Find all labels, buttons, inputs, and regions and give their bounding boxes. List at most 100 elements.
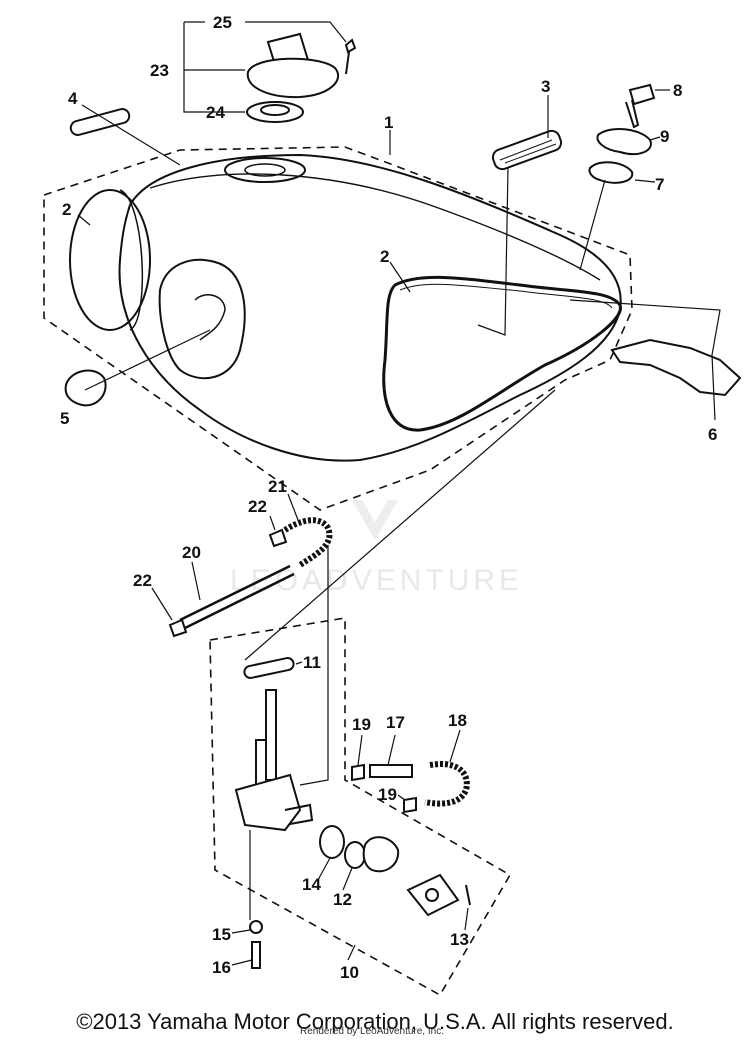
leader-22a bbox=[269, 515, 276, 531]
part-number-9: 9 bbox=[660, 127, 669, 146]
plate-hole bbox=[425, 888, 439, 902]
hose-17 bbox=[369, 764, 413, 778]
o-ring-12 bbox=[344, 841, 366, 869]
part-number-22-lower: 22 bbox=[133, 571, 152, 590]
tank-knee-recess bbox=[158, 258, 246, 380]
fuel-cock-assembly bbox=[209, 617, 512, 997]
leader-3 bbox=[477, 95, 549, 336]
leader-hose-to-cock bbox=[299, 545, 329, 786]
leader-7 bbox=[579, 179, 656, 271]
bowl-15 bbox=[249, 920, 263, 934]
part-number-10: 10 bbox=[340, 963, 359, 982]
watermark-logo bbox=[352, 500, 398, 540]
tank-rear-rim bbox=[119, 189, 144, 331]
part-number-15: 15 bbox=[212, 925, 231, 944]
bolt-16 bbox=[251, 941, 261, 969]
leader-9 bbox=[649, 136, 661, 141]
leader-18 bbox=[449, 729, 461, 763]
part-number-8: 8 bbox=[673, 81, 682, 100]
leader-6 bbox=[569, 299, 721, 421]
leader-22b bbox=[151, 587, 173, 621]
fuel-pipe-upper bbox=[265, 689, 277, 781]
part-number-2-left: 2 bbox=[62, 200, 71, 219]
leader-16 bbox=[231, 959, 253, 966]
part-number-14: 14 bbox=[302, 875, 321, 894]
leader-21 bbox=[287, 493, 299, 521]
part-number-21: 21 bbox=[268, 477, 287, 496]
tank-side-panel-inner bbox=[399, 283, 613, 309]
clip-19a bbox=[351, 763, 365, 782]
part-number-20: 20 bbox=[182, 543, 201, 562]
leader-12 bbox=[342, 867, 353, 891]
damper-7 bbox=[588, 161, 634, 184]
part-number-19-lower: 19 bbox=[378, 785, 397, 804]
emblem-3 bbox=[491, 129, 563, 171]
part-number-19-upper: 19 bbox=[352, 715, 371, 734]
part-number-2-right: 2 bbox=[380, 247, 389, 266]
watermark-credit: Rendered by LeoAdventure, Inc. bbox=[300, 1026, 444, 1037]
leader-14 bbox=[317, 857, 331, 881]
cap-5 bbox=[64, 369, 107, 407]
fuel-tank bbox=[43, 146, 633, 511]
part-number-4: 4 bbox=[68, 89, 78, 108]
hose-21-coil bbox=[283, 517, 333, 568]
leader-lines bbox=[77, 21, 721, 966]
clip-22a bbox=[268, 528, 288, 548]
tank-assembly-boundary bbox=[43, 146, 633, 511]
tank-side-panel bbox=[382, 275, 622, 432]
part-number-5: 5 bbox=[60, 409, 69, 428]
part-number-17: 17 bbox=[386, 713, 405, 732]
bolt-8 bbox=[625, 83, 656, 129]
watermark-text: LEOADVENTURE bbox=[230, 564, 523, 597]
tank-filler-neck bbox=[224, 157, 306, 183]
leader-4 bbox=[81, 104, 181, 166]
part-number-24: 24 bbox=[206, 103, 225, 122]
part-number-7: 7 bbox=[655, 175, 664, 194]
leader-19a bbox=[357, 734, 363, 766]
cap-gasket bbox=[246, 101, 304, 123]
fuel-cock-boundary bbox=[209, 617, 512, 997]
fuel-cock-outlet bbox=[284, 803, 314, 825]
cap-screw bbox=[344, 38, 357, 75]
pipe-20 bbox=[179, 564, 295, 630]
leader-5 bbox=[84, 329, 211, 391]
tank-body bbox=[118, 153, 622, 462]
watermark: LEOADVENTURE bbox=[230, 500, 523, 597]
tank-recess-hook bbox=[194, 294, 226, 341]
fuel-cap-assembly bbox=[246, 32, 357, 123]
part-number-13: 13 bbox=[450, 930, 469, 949]
clip-22b bbox=[168, 618, 188, 638]
part-number-12: 12 bbox=[333, 890, 352, 909]
screw-13 bbox=[465, 884, 471, 906]
leader-2b bbox=[389, 261, 411, 293]
leader-10 bbox=[347, 944, 356, 961]
fuel-cock-body bbox=[234, 773, 302, 832]
part-number-18: 18 bbox=[448, 711, 467, 730]
grommet-4 bbox=[69, 108, 131, 136]
leader-23-24-bracket bbox=[183, 21, 245, 113]
leader-19b bbox=[397, 794, 406, 801]
part-number-3: 3 bbox=[541, 77, 550, 96]
part-number-16: 16 bbox=[212, 958, 231, 977]
leader-25 bbox=[245, 21, 347, 43]
leader-15 bbox=[231, 929, 251, 934]
clip-19b bbox=[403, 796, 417, 814]
part-number-22-upper: 22 bbox=[248, 497, 267, 516]
copyright-footer: ©2013 Yamaha Motor Corporation, U.S.A. A… bbox=[76, 1009, 674, 1034]
part-numbers: 25 23 24 4 1 3 8 9 7 2 2 5 6 21 22 20 22… bbox=[60, 13, 717, 982]
bracket-6 bbox=[610, 338, 742, 397]
part-number-11: 11 bbox=[303, 653, 321, 672]
part-number-6: 6 bbox=[708, 425, 717, 444]
tank-rear-panel bbox=[69, 189, 151, 331]
fuel-hoses bbox=[168, 517, 470, 814]
tank-ridge bbox=[149, 173, 601, 281]
leader-20 bbox=[191, 561, 201, 601]
tank-filler-opening bbox=[244, 163, 286, 177]
part-number-1: 1 bbox=[384, 113, 393, 132]
small-parts bbox=[64, 83, 742, 407]
lever-knob bbox=[362, 836, 400, 873]
leader-17 bbox=[387, 734, 396, 766]
leader-2a bbox=[77, 214, 91, 226]
o-ring-11 bbox=[243, 657, 295, 679]
